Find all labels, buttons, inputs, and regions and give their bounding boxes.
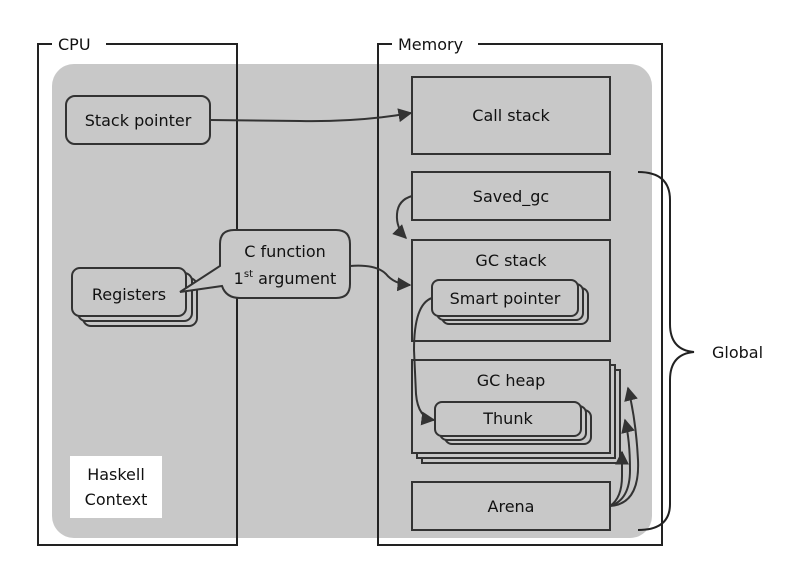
arena-box: Arena: [411, 481, 611, 531]
cpu-label: CPU: [58, 35, 91, 54]
memory-frame: Memory: [377, 35, 663, 546]
call-stack-label: Call stack: [472, 106, 550, 125]
saved-gc-box: Saved_gc: [411, 171, 611, 221]
haskell-label-line1: Haskell: [87, 465, 145, 484]
arrow-arena-to-gc-heap-1: [609, 386, 640, 507]
cpu-frame: CPU: [37, 35, 238, 546]
stack-pointer-box: Stack pointer: [65, 95, 211, 145]
haskell-context-label-box: Haskell Context: [70, 456, 162, 518]
thunk-label: Thunk: [482, 409, 533, 428]
thunk-box: Thunk: [434, 401, 592, 445]
arrow-smart-pointer-to-thunk: [412, 297, 436, 426]
saved-gc-label: Saved_gc: [473, 187, 549, 207]
smart-pointer-box: Smart pointer: [431, 279, 589, 325]
stack-pointer-label: Stack pointer: [85, 111, 192, 130]
arrow-callout-to-gc-stack: [349, 264, 412, 292]
arrow-saved-gc-to-gc-stack: [392, 195, 413, 239]
gc-stack-label: GC stack: [475, 251, 547, 270]
registers-label: Registers: [92, 285, 166, 304]
call-stack-box: Call stack: [411, 76, 611, 155]
global-label: Global: [712, 343, 763, 362]
arena-label: Arena: [488, 497, 535, 516]
global-brace: Global: [637, 171, 763, 531]
arrow-arena-to-gc-heap-3: [609, 450, 629, 507]
gc-heap-label: GC heap: [477, 371, 546, 390]
registers-box: Registers: [71, 267, 198, 327]
memory-label: Memory: [398, 35, 463, 54]
c-function-line2: 1st argument: [234, 269, 337, 288]
smart-pointer-label: Smart pointer: [450, 289, 561, 308]
arrow-stack-pointer-to-call-stack: [209, 108, 413, 123]
arrow-arena-to-gc-heap-2: [609, 418, 635, 507]
c-function-callout: C function 1st argument: [179, 229, 351, 299]
haskell-label-line2: Context: [85, 490, 148, 509]
c-function-line1: C function: [244, 242, 326, 261]
